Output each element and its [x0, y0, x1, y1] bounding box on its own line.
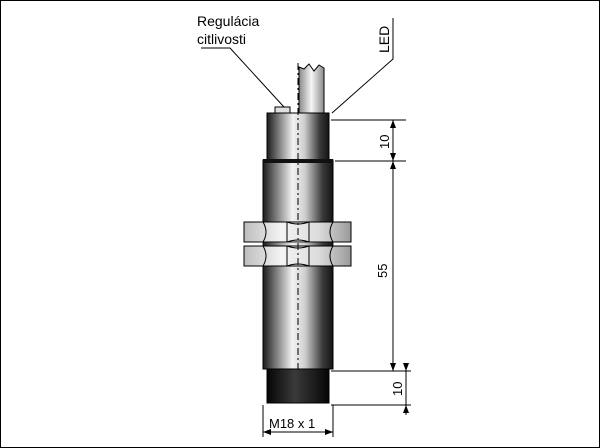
- cable: [298, 63, 325, 115]
- thread-dimension: [262, 405, 334, 437]
- thread-label: M18 x 1: [269, 416, 315, 431]
- led-leader-line: [331, 18, 394, 114]
- dimension-bottom-label: 10: [390, 382, 405, 396]
- sensitivity-leader-line: [201, 47, 285, 108]
- vertical-dimensions: [331, 119, 411, 415]
- sensitivity-label-line1: Regulácia: [197, 13, 259, 29]
- sensor-head: [266, 112, 330, 161]
- dimension-body-label: 55: [375, 264, 390, 278]
- sensitivity-label-line2: citlivosti: [197, 31, 246, 47]
- led-label: LED: [376, 26, 392, 53]
- sensor-groove: [263, 159, 333, 163]
- dimension-top-label: 10: [377, 135, 392, 149]
- potentiometer-knob: [274, 106, 291, 114]
- sensing-face: [266, 368, 330, 404]
